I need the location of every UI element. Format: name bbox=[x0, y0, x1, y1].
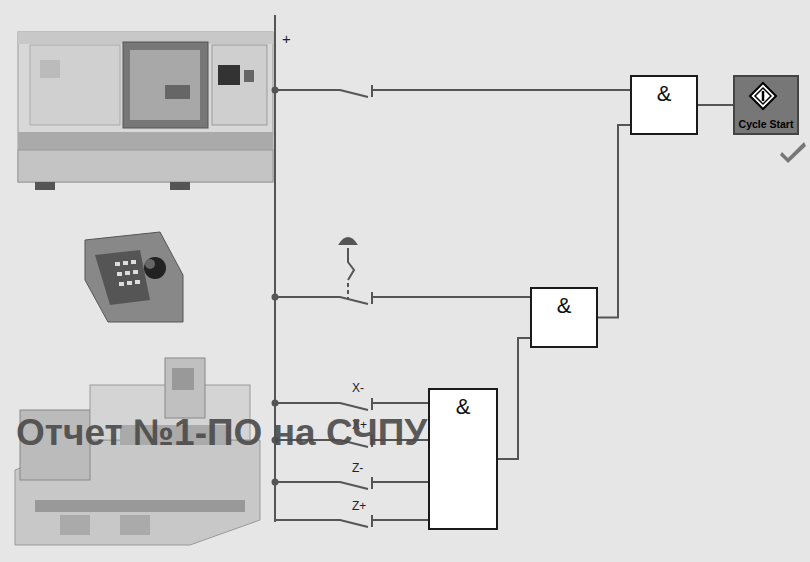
gate-symbol: & bbox=[632, 81, 696, 107]
and-gate: & bbox=[630, 75, 698, 135]
signal-wire bbox=[698, 105, 733, 106]
bus-polarity: + bbox=[282, 30, 291, 47]
gate-symbol: & bbox=[430, 394, 496, 420]
start-icon bbox=[748, 81, 778, 111]
watermark: Отчет №1-ПО на СЧПУ bbox=[16, 412, 427, 454]
signal-wire bbox=[498, 338, 530, 459]
check-mark bbox=[780, 142, 806, 163]
button-label: Cycle Start bbox=[735, 118, 797, 130]
signal-wire bbox=[598, 125, 630, 318]
and-gate: & bbox=[530, 287, 598, 348]
lathe-picture bbox=[18, 32, 273, 190]
signal-name: Z- bbox=[352, 461, 363, 475]
signal-name: X- bbox=[352, 381, 364, 395]
control-panel-picture bbox=[85, 232, 183, 322]
cycle-start-button: Cycle Start bbox=[733, 75, 799, 135]
and-gate: & bbox=[428, 388, 498, 530]
signal-name: Z+ bbox=[352, 499, 366, 513]
gate-symbol: & bbox=[532, 293, 596, 319]
